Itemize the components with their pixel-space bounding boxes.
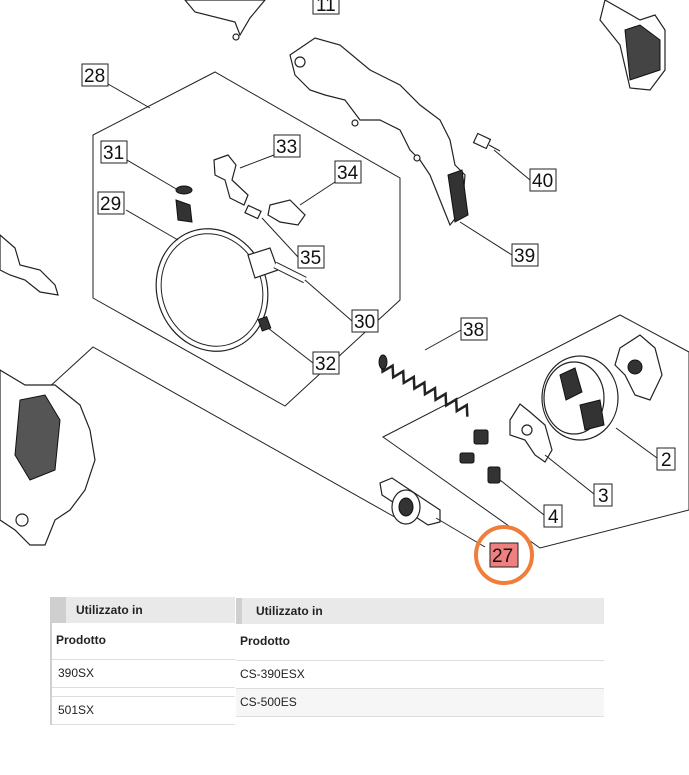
lever-part-33 — [213, 154, 249, 206]
svg-text:38: 38 — [463, 320, 484, 341]
right-table-header: Utilizzato in — [236, 598, 604, 624]
chain-guard-part — [599, 0, 666, 91]
callout-31: 31 — [100, 140, 128, 164]
svg-text:11: 11 — [316, 0, 336, 16]
svg-text:34: 34 — [337, 163, 359, 184]
left-row-product: 390SX — [58, 666, 95, 680]
callout-30: 30 — [351, 309, 379, 333]
housing-part-left — [0, 234, 59, 296]
callout-33: 33 — [273, 134, 301, 158]
callout-35: 35 — [297, 245, 325, 269]
pin-part-35 — [244, 204, 262, 220]
callout-2: 2 — [656, 447, 676, 471]
svg-text:32: 32 — [315, 354, 336, 375]
left-table-header-label: Utilizzato in — [76, 603, 143, 617]
callout-40: 40 — [529, 168, 557, 192]
screw-part-40 — [472, 132, 501, 152]
housing-part-lower — [0, 369, 96, 546]
table-row[interactable]: 501SX — [52, 697, 235, 725]
left-table-header: Utilizzato in — [52, 597, 235, 623]
svg-text:33: 33 — [276, 137, 297, 158]
table-row-spacer — [52, 688, 235, 697]
leader-lines — [107, 83, 658, 548]
brake-band-part — [155, 199, 269, 352]
spring-part-38 — [378, 354, 469, 417]
pin-part-31 — [175, 185, 193, 195]
right-usage-table: Utilizzato in Prodotto CS-390ESX CS-500E… — [236, 598, 604, 717]
svg-text:4: 4 — [548, 507, 559, 528]
clutch-spring-part-4 — [459, 429, 501, 484]
callout-4: 4 — [543, 504, 563, 528]
right-table-subheader: Prodotto — [236, 624, 604, 661]
svg-text:39: 39 — [514, 246, 535, 267]
callout-29: 29 — [97, 191, 125, 215]
table-row[interactable]: CS-500ES — [236, 689, 604, 717]
svg-text:29: 29 — [100, 194, 121, 215]
callout-39: 39 — [511, 243, 539, 267]
table-row[interactable]: 390SX — [52, 660, 235, 688]
svg-text:27: 27 — [492, 546, 513, 567]
callout-3: 3 — [593, 483, 613, 507]
svg-text:35: 35 — [300, 248, 321, 269]
group-outline-28 — [92, 71, 401, 407]
right-table-header-label: Utilizzato in — [256, 604, 323, 618]
callout-11: 11 — [312, 0, 340, 16]
callout-34: 34 — [334, 160, 362, 184]
rod-part-30 — [247, 247, 307, 284]
svg-text:28: 28 — [84, 66, 105, 87]
svg-text:2: 2 — [661, 450, 672, 471]
parts-diagram: 11 28 31 33 34 29 35 30 32 40 39 38 2 3 … — [0, 0, 689, 585]
clutch-shoe-part — [509, 403, 553, 463]
link-part-34 — [267, 199, 306, 226]
left-usage-table: Utilizzato in Prodotto 390SX 501SX — [50, 597, 235, 725]
table-row[interactable]: CS-390ESX — [236, 661, 604, 689]
clutch-hub-part — [614, 334, 663, 401]
clutch-drum-part — [541, 355, 619, 441]
left-table-subheader: Prodotto — [52, 623, 235, 660]
washer-part-27 — [379, 477, 441, 526]
callout-27-highlighted[interactable]: 27 — [474, 525, 534, 585]
right-row-product: CS-500ES — [240, 695, 297, 709]
svg-text:3: 3 — [598, 486, 609, 507]
svg-text:40: 40 — [532, 171, 553, 192]
left-row-product: 501SX — [58, 703, 95, 717]
callout-28: 28 — [81, 63, 109, 87]
callout-38: 38 — [460, 317, 488, 341]
right-row-product: CS-390ESX — [240, 667, 305, 681]
callout-32: 32 — [312, 351, 340, 375]
brake-lever-part — [289, 37, 469, 227]
pin-part-32 — [257, 316, 272, 332]
svg-text:31: 31 — [103, 143, 124, 164]
bracket-part-top — [184, 0, 266, 41]
svg-text:30: 30 — [354, 312, 375, 333]
